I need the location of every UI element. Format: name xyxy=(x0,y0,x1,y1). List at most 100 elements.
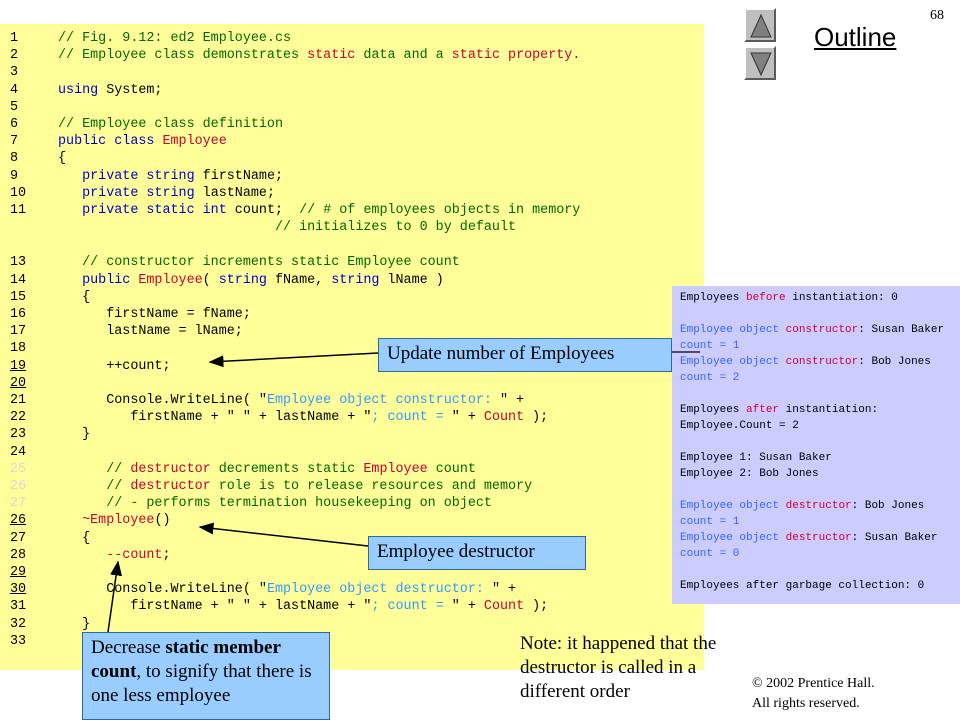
code-text: // constructor increments static Employe… xyxy=(58,254,460,271)
output-token: count = 1 xyxy=(680,516,740,528)
output-token: Employees xyxy=(680,404,747,416)
line-number: 19 xyxy=(10,358,27,374)
code-token: ); xyxy=(524,599,549,615)
line-number: 13 xyxy=(10,255,27,271)
code-text: private static int count; // # of employ… xyxy=(58,202,580,219)
arrow-to-decrement xyxy=(107,560,123,633)
output-line: count = 0 xyxy=(680,546,739,562)
line-number: 9 xyxy=(10,168,19,184)
output-token: : Bob Jones xyxy=(858,356,931,368)
code-token: ; count = xyxy=(371,410,452,426)
code-text: // initializes to 0 by default xyxy=(58,219,516,236)
code-token: static xyxy=(451,48,500,64)
line-number: 20 xyxy=(10,375,27,391)
code-token: property xyxy=(508,48,573,64)
callout-text: Employee destructor xyxy=(377,541,535,562)
code-token: // initializes to 0 by default xyxy=(58,220,517,236)
code-token: Employee xyxy=(363,461,428,477)
line-number: 7 xyxy=(10,134,19,150)
line-number: 28 xyxy=(10,547,27,563)
code-token: . xyxy=(572,48,581,64)
output-token: : Bob Jones xyxy=(851,500,925,512)
output-line: count = 2 xyxy=(680,370,739,386)
code-text: } xyxy=(58,616,90,633)
line-number: 14 xyxy=(10,272,27,288)
output-token: before xyxy=(746,292,786,304)
output-line: Employees before instantiation: 0 xyxy=(680,290,898,306)
line-number: 26 xyxy=(10,479,27,494)
output-token: destructor xyxy=(785,500,852,512)
code-text: { xyxy=(58,289,90,306)
arrow-to-increment xyxy=(208,352,379,368)
callout-text: Update number of Employees xyxy=(387,343,615,364)
output-token: Employee 2: Bob Jones xyxy=(680,468,819,480)
outline-link[interactable]: Outline xyxy=(814,22,897,52)
output-line: Employee object constructor: Susan Baker xyxy=(680,322,944,338)
copyright-line: © 2002 Prentice Hall. xyxy=(752,676,875,691)
code-token: } xyxy=(58,427,91,443)
code-text: firstName = fName; xyxy=(58,306,251,323)
code-text: --count; xyxy=(58,547,171,564)
code-token: System; xyxy=(98,82,163,98)
output-token: Employee object xyxy=(680,356,780,368)
line-number: 6 xyxy=(10,117,19,132)
code-token: private string xyxy=(58,185,203,201)
code-token: private string xyxy=(58,168,203,184)
line-number: 27 xyxy=(10,530,27,546)
code-token: destructor xyxy=(130,461,211,477)
code-token: // xyxy=(58,479,131,494)
output-token: instantiation: xyxy=(779,404,879,416)
code-token: firstName; xyxy=(202,168,284,184)
output-token: count = 1 xyxy=(680,340,740,352)
code-text: // Employee class demonstrates static da… xyxy=(58,47,580,64)
code-token: " + xyxy=(499,393,525,408)
code-token: firstName = fName; xyxy=(58,307,251,322)
code-text: ++count; xyxy=(58,358,170,375)
output-line: Employees after garbage collection: 0 xyxy=(680,578,924,594)
output-token: Employee object xyxy=(680,324,780,336)
code-text: { xyxy=(58,530,90,547)
code-token: firstName + " " + lastName + " xyxy=(58,410,372,426)
output-line: Employees after instantiation: xyxy=(680,402,878,418)
page-number: 68 xyxy=(930,8,944,23)
code-token: --count xyxy=(58,547,163,563)
code-text: { xyxy=(58,150,66,167)
code-token: // # of employees objects in memory xyxy=(291,203,581,218)
line-number: 24 xyxy=(10,444,27,460)
output-line: Employee object constructor: Bob Jones xyxy=(680,354,931,370)
code-token: destructor xyxy=(130,479,211,494)
code-text: private string firstName; xyxy=(58,168,283,185)
code-token: public class xyxy=(58,134,163,150)
callout-text: Decrease static member count, to signify… xyxy=(91,636,327,708)
line-number: 17 xyxy=(10,324,27,340)
code-token: fName, xyxy=(274,272,332,288)
output-token: Employee.Count = 2 xyxy=(680,420,799,432)
code-token: string xyxy=(218,272,275,288)
previous-slide-button[interactable] xyxy=(744,8,776,42)
output-line: count = 1 xyxy=(680,514,739,530)
code-text: // Fig. 9.12: ed2 Employee.cs xyxy=(58,30,291,47)
code-text: // destructor decrements static Employee… xyxy=(58,461,476,478)
copyright-line: All rights reserved. xyxy=(752,696,860,711)
output-token: Employees after garbage collection: 0 xyxy=(680,580,925,592)
code-token: } xyxy=(58,616,91,632)
line-number: 2 xyxy=(10,48,19,64)
output-line: count = 1 xyxy=(680,338,739,354)
code-text: firstName + " " + lastName + "; count = … xyxy=(58,409,548,426)
code-token: data and a xyxy=(355,48,452,64)
next-slide-button[interactable] xyxy=(744,46,776,80)
output-token: Employee object xyxy=(680,532,780,544)
code-text: firstName + " " + lastName + "; count = … xyxy=(58,598,548,615)
code-token: ( xyxy=(202,272,219,288)
code-token: // Employee class demonstrates xyxy=(58,48,308,64)
line-number: 33 xyxy=(10,633,27,649)
code-token: { xyxy=(58,289,91,305)
output-token: : Susan Baker xyxy=(851,532,938,544)
line-number: 10 xyxy=(10,185,27,201)
code-token: ; xyxy=(162,547,171,563)
code-token: firstName + " " + lastName + " xyxy=(58,599,372,615)
code-token: string xyxy=(331,272,388,288)
code-token: role is to release resources and memory xyxy=(210,479,533,494)
code-token: // - performs termination housekeeping o… xyxy=(58,496,492,512)
